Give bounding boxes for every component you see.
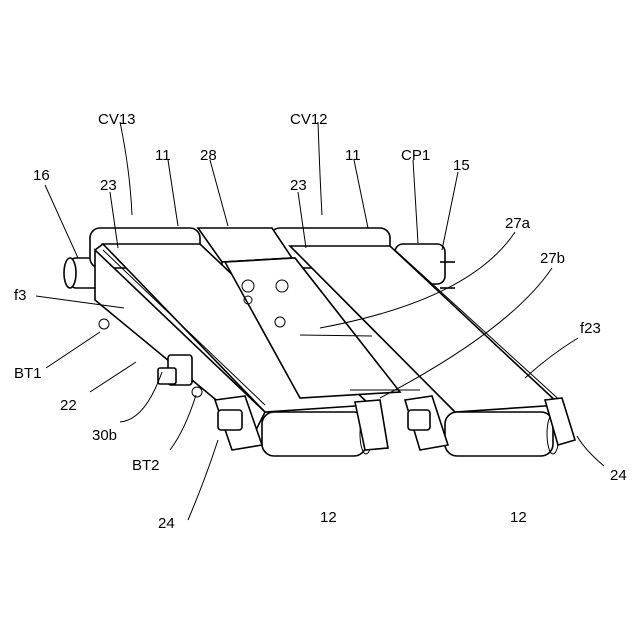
front-roller-right — [445, 412, 559, 456]
label-f3: f3 — [14, 287, 27, 304]
label-bt2: BT2 — [132, 457, 160, 474]
label-cv13: CV13 — [98, 111, 136, 128]
label-11-left: 11 — [155, 147, 171, 164]
label-28: 28 — [200, 147, 217, 164]
label-27a: 27a — [505, 215, 531, 232]
label-16: 16 — [33, 167, 50, 184]
label-23-right: 23 — [290, 177, 307, 194]
label-12-right: 12 — [510, 509, 527, 526]
bracket-center — [355, 396, 448, 450]
label-24-left: 24 — [158, 515, 175, 532]
label-12-left: 12 — [320, 509, 337, 526]
label-23-left: 23 — [100, 177, 117, 194]
label-cp1: CP1 — [401, 147, 430, 164]
label-f23: f23 — [580, 320, 601, 337]
label-11-right: 11 — [345, 147, 361, 164]
label-24-right: 24 — [610, 467, 627, 484]
front-roller-left — [262, 412, 372, 456]
label-27b: 27b — [540, 250, 565, 267]
label-bt1: BT1 — [14, 365, 42, 382]
label-22: 22 — [60, 397, 77, 414]
label-cv12: CV12 — [290, 111, 328, 128]
label-30b: 30b — [92, 427, 117, 444]
label-15: 15 — [453, 157, 470, 174]
